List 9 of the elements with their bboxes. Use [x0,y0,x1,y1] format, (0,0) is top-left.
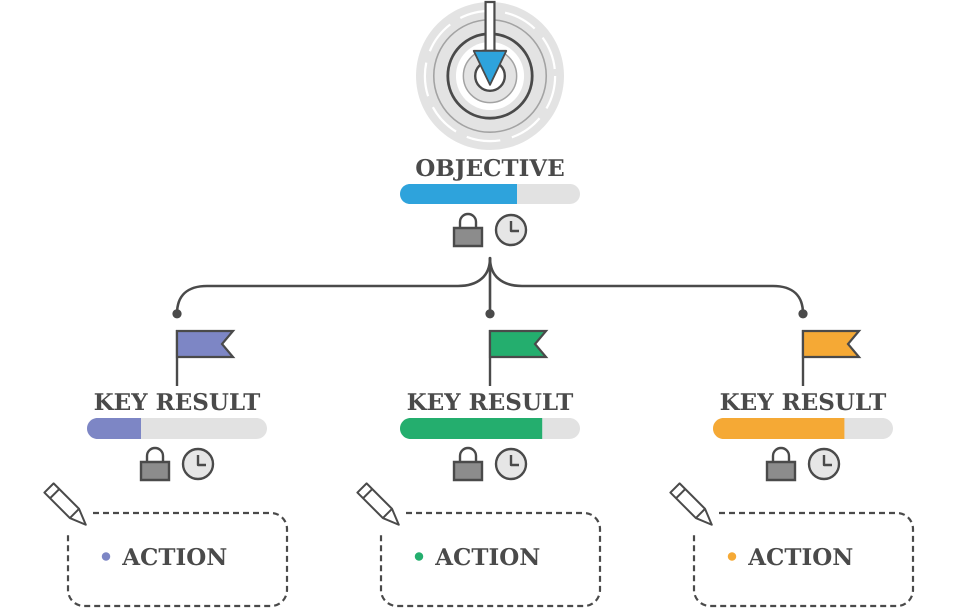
action-box: ACTION [66,512,288,608]
key-result-heading: KEY RESULT [408,392,574,410]
connector [485,256,495,318]
key-result-heading: KEY RESULT [720,392,886,410]
key-result-heading: KEY RESULT [94,392,260,410]
action-box: ACTION [380,512,602,608]
action-box: ACTION [692,512,914,608]
connector [488,256,808,318]
objective-heading: OBJECTIVE [416,158,564,181]
